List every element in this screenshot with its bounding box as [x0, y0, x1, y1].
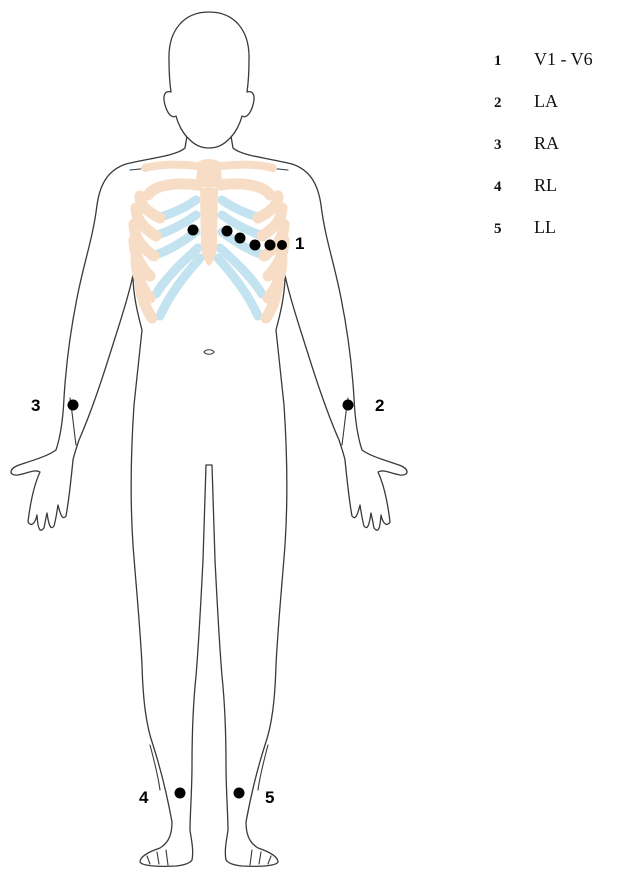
legend-number: 3: [494, 132, 534, 158]
electrode-v6: [277, 240, 287, 250]
electrode-label-1: 1: [295, 234, 304, 253]
electrode-label-4: 4: [139, 788, 149, 807]
legend-text: LA: [534, 91, 558, 111]
legend-number: 1: [494, 48, 534, 74]
legend-number: 2: [494, 90, 534, 116]
electrode-label-5: 5: [265, 788, 274, 807]
electrode-label-3: 3: [31, 396, 40, 415]
electrode-ll: [234, 788, 245, 799]
electrode-v2: [222, 226, 233, 237]
legend-number: 4: [494, 174, 534, 200]
electrode-la: [343, 400, 354, 411]
electrode-rl: [175, 788, 186, 799]
electrode-v1: [188, 225, 199, 236]
electrode-v4: [250, 240, 261, 251]
electrode-ra: [68, 400, 79, 411]
legend-text: LL: [534, 217, 556, 237]
body-outline: [11, 12, 407, 866]
legend-text: RL: [534, 175, 557, 195]
electrode-v3: [235, 233, 246, 244]
legend-text: V1 - V6: [534, 49, 593, 69]
electrode-v5: [265, 240, 276, 251]
electrode-label-2: 2: [375, 396, 384, 415]
legend-number: 5: [494, 216, 534, 242]
legend-text: RA: [534, 133, 559, 153]
